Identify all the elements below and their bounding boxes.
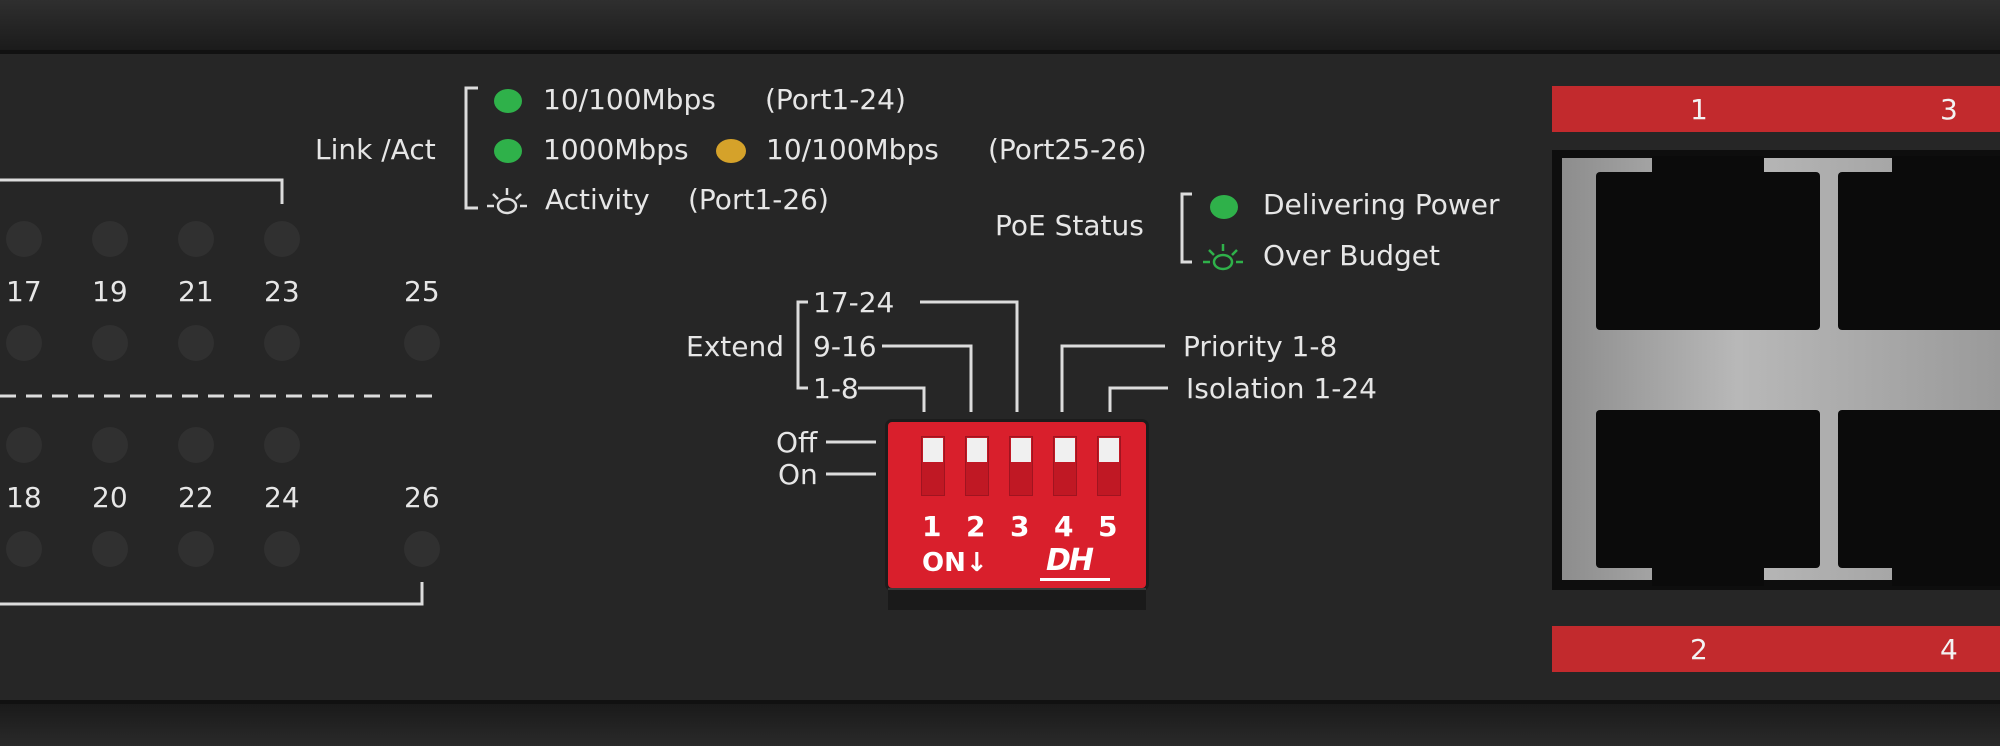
port-number-label: 25 [404,275,440,308]
off-label: Off [776,426,818,459]
dip-switch-lever [1011,438,1031,462]
priority-label: Priority 1-8 [1183,330,1338,363]
dip-switch-3[interactable] [1009,436,1033,496]
port-led-hole [178,531,214,567]
extend-range-1-8: 1-8 [813,372,859,405]
rj45-port-number: 1 [1690,93,1708,126]
green-led-indicator [494,139,522,163]
on-label: On [778,458,818,491]
rj45-port-1[interactable] [1596,172,1820,330]
port-number-label: 22 [178,481,214,514]
rj45-port-3[interactable] [1838,172,2000,330]
dip-number-label: 4 [1054,510,1074,543]
port-number-label: 17 [6,275,42,308]
port-led-hole [6,531,42,567]
blinking-led-icon [487,188,527,215]
rj45-port-number: 4 [1940,633,1958,666]
dip-switch-5[interactable] [1097,436,1121,496]
poe-delivering-label: Delivering Power [1263,188,1500,221]
dip-number-label: 5 [1098,510,1118,543]
port-led-hole [6,325,42,361]
port-led-hole [264,325,300,361]
port-led-hole [6,221,42,257]
port-number-label: 23 [264,275,300,308]
dip-switch-2[interactable] [965,436,989,496]
port-number-label: 20 [92,481,128,514]
rj45-port-number: 3 [1940,93,1958,126]
amber-led-indicator [716,139,746,163]
legend-row3-ports: (Port1-26) [688,183,829,216]
extend-range-9-16: 9-16 [813,330,877,363]
port-led-hole [178,325,214,361]
dip-number-label: 2 [966,510,986,543]
dip-switch-lever [1099,438,1119,462]
rj45-port-4[interactable] [1838,410,2000,568]
dip-switch-base [888,588,1146,610]
port-led-hole [264,427,300,463]
port-led-hole [92,325,128,361]
dip-brand-logo: DH [1046,543,1094,578]
port-led-hole [264,221,300,257]
port-led-hole [404,531,440,567]
dip-brand-underline [1040,578,1110,581]
dip-number-label: 3 [1010,510,1030,543]
dip-on-marker: ON↓ [922,548,988,578]
port-led-hole [92,531,128,567]
rj45-port-number: 2 [1690,633,1708,666]
dip-switch-lever [967,438,987,462]
chassis-bottom-edge [0,700,2000,746]
port-led-hole [264,531,300,567]
poe-over-budget-label: Over Budget [1263,239,1440,272]
dip-switch-lever [923,438,943,462]
port-number-label: 18 [6,481,42,514]
port-led-hole [92,427,128,463]
legend-row2-ports: (Port25-26) [988,133,1147,166]
green-led-indicator [494,89,522,113]
green-led-indicator [1210,195,1238,219]
legend-row1-speed: 10/100Mbps [543,83,716,116]
rj45-port-2-tab [1652,556,1764,586]
port-led-hole [178,221,214,257]
chassis-top-edge [0,0,2000,54]
port-number-label: 24 [264,481,300,514]
extend-label: Extend [686,330,784,363]
poe-status-label: PoE Status [995,209,1144,242]
port-number-label: 19 [92,275,128,308]
rj45-port-4-tab [1892,556,2000,586]
rj45-bottom-strip [1552,626,2000,672]
dip-switch-1[interactable] [921,436,945,496]
dip-number-label: 1 [922,510,942,543]
port-led-hole [404,325,440,361]
isolation-label: Isolation 1-24 [1186,372,1377,405]
blinking-green-led-icon [1203,244,1243,271]
rj45-port-3-tab [1892,156,2000,186]
dip-switch-block: 1 2 3 4 5 ON↓ DH [888,422,1146,588]
legend-row3-activity: Activity [545,183,650,216]
port-led-hole [92,221,128,257]
port-led-hole [6,427,42,463]
extend-range-17-24: 17-24 [813,286,895,319]
port-number-label: 21 [178,275,214,308]
rj45-port-2[interactable] [1596,410,1820,568]
link-act-label: Link /Act [315,133,436,166]
legend-row2-speed-a: 1000Mbps [543,133,689,166]
port-number-label: 26 [404,481,440,514]
legend-row1-ports: (Port1-24) [765,83,906,116]
rj45-port-1-tab [1652,156,1764,186]
port-led-hole [178,427,214,463]
rj45-top-strip [1552,86,2000,132]
dip-switch-4[interactable] [1053,436,1077,496]
dip-switch-lever [1055,438,1075,462]
legend-row2-speed-b: 10/100Mbps [766,133,939,166]
